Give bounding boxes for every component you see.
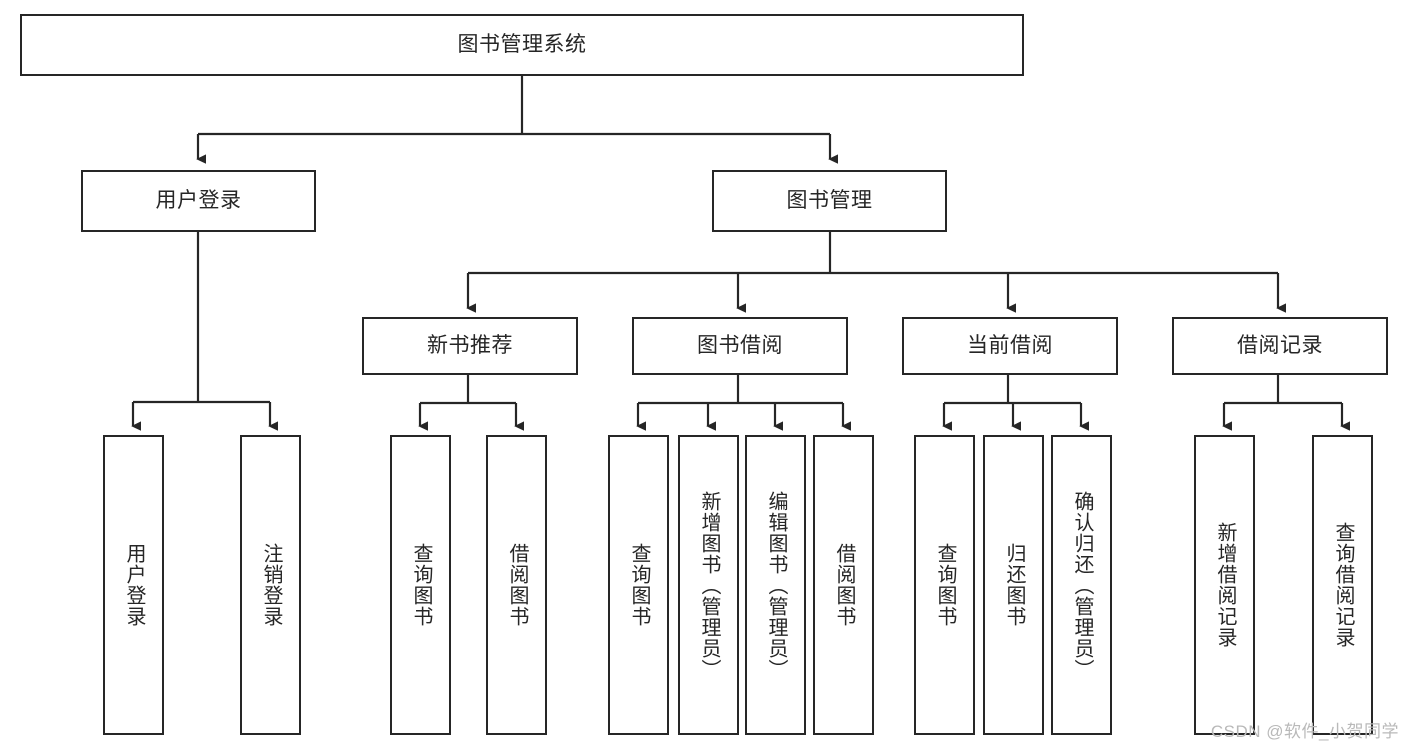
leaf-user-logout[interactable]: 注销登录	[240, 435, 301, 735]
node-book-manage-label: 图书管理	[786, 188, 873, 212]
leaf-borrow-add-book[interactable]: 新增图书（管理员）	[678, 435, 739, 735]
node-user-login[interactable]: 用户登录	[81, 170, 316, 232]
leaf-record-add[interactable]: 新增借阅记录	[1194, 435, 1255, 735]
leaf-borrow-edit-book[interactable]: 编辑图书（管理员）	[745, 435, 806, 735]
node-book-borrow-label: 图书借阅	[697, 333, 783, 357]
leaf-current-return-book[interactable]: 归还图书	[983, 435, 1044, 735]
leaf-current-query-book-label: 查询图书	[934, 543, 956, 627]
leaf-current-confirm-return[interactable]: 确认归还（管理员）	[1051, 435, 1112, 735]
leaf-record-query-label: 查询借阅记录	[1332, 522, 1354, 648]
leaf-current-query-book[interactable]: 查询图书	[914, 435, 975, 735]
node-book-borrow[interactable]: 图书借阅	[632, 317, 848, 375]
leaf-current-return-book-label: 归还图书	[1003, 543, 1025, 627]
leaf-rec-query-book[interactable]: 查询图书	[390, 435, 451, 735]
watermark: CSDN @软件_小贺同学	[1210, 722, 1399, 741]
node-root-label: 图书管理系统	[457, 32, 587, 56]
node-current-borrow[interactable]: 当前借阅	[902, 317, 1118, 375]
node-user-login-label: 用户登录	[155, 188, 242, 212]
node-current-borrow-label: 当前借阅	[967, 333, 1053, 357]
node-root[interactable]: 图书管理系统	[20, 14, 1024, 76]
leaf-user-logout-label: 注销登录	[260, 543, 282, 627]
leaf-rec-borrow-book-label: 借阅图书	[506, 543, 528, 627]
leaf-borrow-edit-book-label: 编辑图书（管理员）	[765, 490, 787, 680]
node-borrow-record[interactable]: 借阅记录	[1172, 317, 1388, 375]
leaf-rec-borrow-book[interactable]: 借阅图书	[486, 435, 547, 735]
leaf-record-add-label: 新增借阅记录	[1214, 522, 1236, 648]
leaf-current-confirm-return-label: 确认归还（管理员）	[1071, 490, 1093, 680]
node-book-manage[interactable]: 图书管理	[712, 170, 947, 232]
leaf-rec-query-book-label: 查询图书	[410, 543, 432, 627]
leaf-record-query[interactable]: 查询借阅记录	[1312, 435, 1373, 735]
leaf-borrow-borrow-book-label: 借阅图书	[833, 543, 855, 627]
leaf-borrow-add-book-label: 新增图书（管理员）	[698, 490, 720, 680]
leaf-borrow-borrow-book[interactable]: 借阅图书	[813, 435, 874, 735]
leaf-borrow-query-book[interactable]: 查询图书	[608, 435, 669, 735]
leaf-user-login-1-label: 用户登录	[123, 543, 145, 627]
node-borrow-record-label: 借阅记录	[1237, 333, 1323, 357]
leaf-user-login-1[interactable]: 用户登录	[103, 435, 164, 735]
node-new-book-rec-label: 新书推荐	[427, 333, 513, 357]
leaf-borrow-query-book-label: 查询图书	[628, 543, 650, 627]
node-new-book-rec[interactable]: 新书推荐	[362, 317, 578, 375]
